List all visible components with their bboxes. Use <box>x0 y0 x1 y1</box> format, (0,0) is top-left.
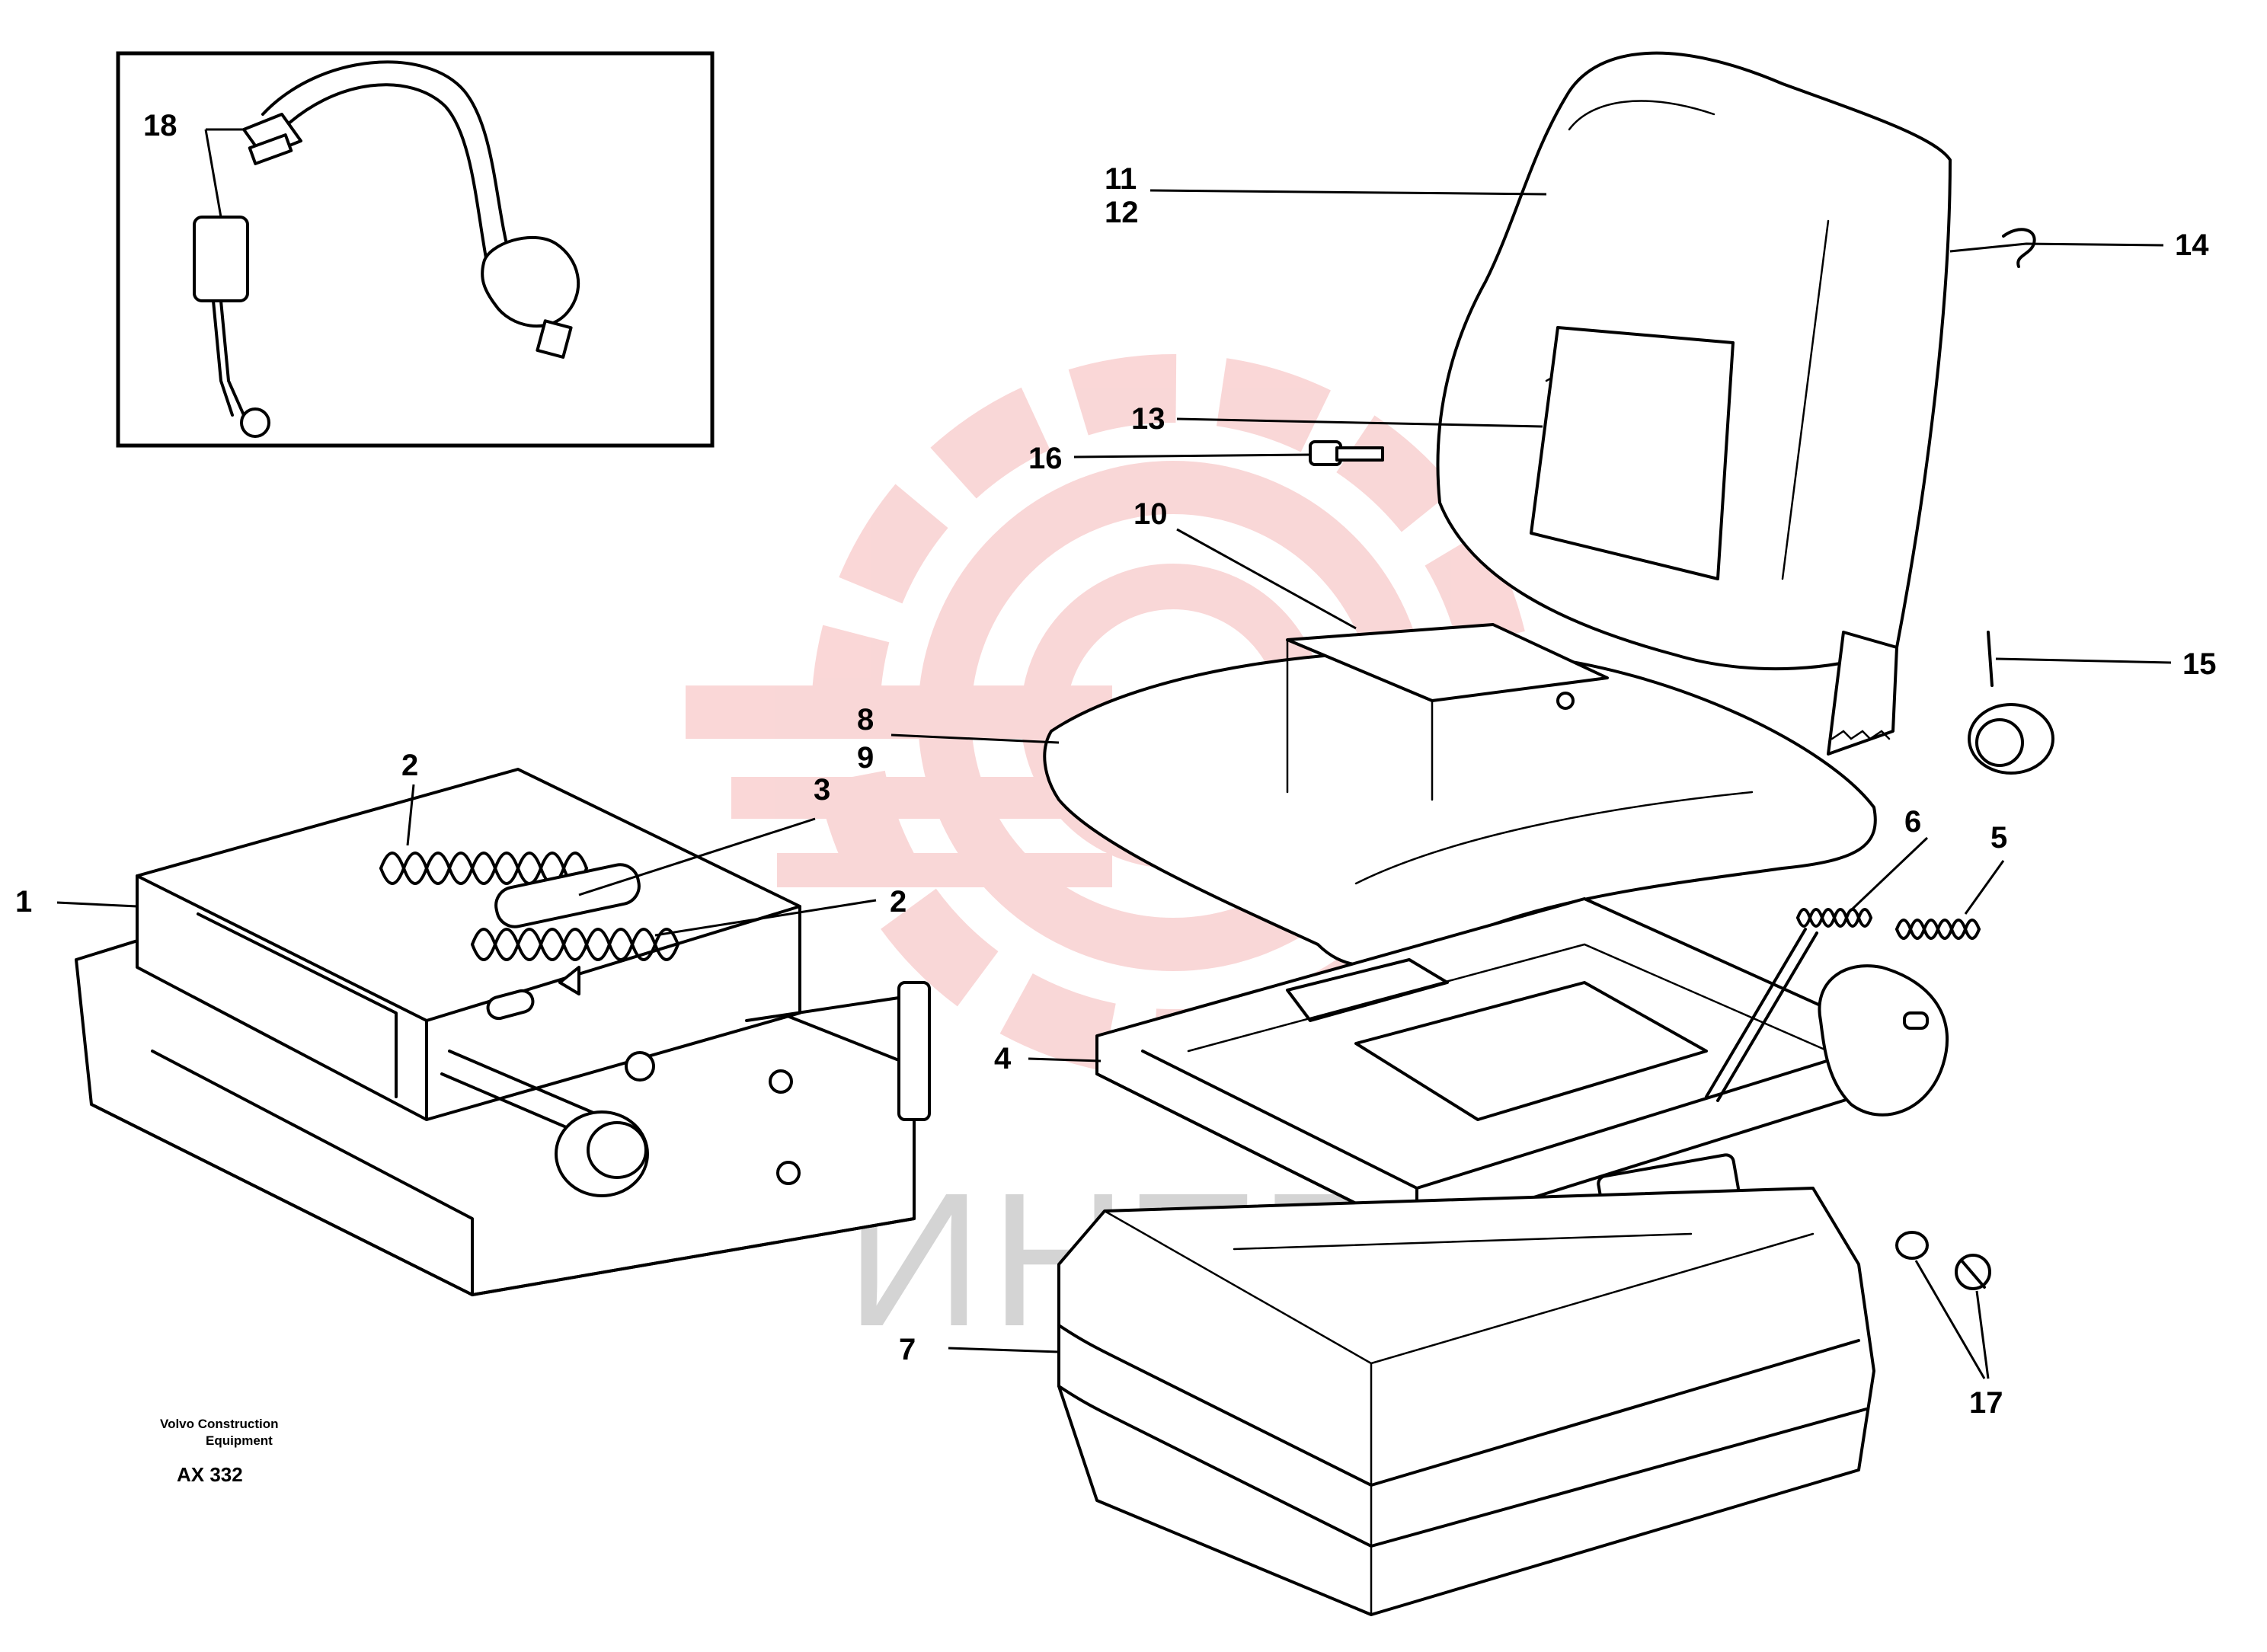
callout-5: 5 <box>1990 821 2007 855</box>
callout-18: 18 <box>143 109 177 142</box>
backrest <box>1436 51 1952 756</box>
callout-6: 6 <box>1904 805 1921 839</box>
callout-7: 7 <box>899 1333 916 1366</box>
screw-16 <box>1309 440 1384 466</box>
company-line-2: Equipment <box>206 1433 273 1448</box>
seat-belt-inset: 18 <box>116 51 715 448</box>
callout-17: 17 <box>1969 1386 2003 1420</box>
adjustment-knob <box>1968 631 2054 775</box>
callout-14: 14 <box>2175 228 2209 262</box>
tension-springs <box>1796 908 1981 940</box>
callout-13: 13 <box>1131 402 1165 436</box>
clip-14 <box>2002 228 2036 268</box>
callout-4: 4 <box>994 1042 1012 1075</box>
bellows <box>1057 1187 1875 1616</box>
suspension-assembly: 1 2 3 2 <box>15 749 931 1296</box>
fasteners-17 <box>1895 1231 1991 1290</box>
footer: Volvo Construction Equipment AX 332 <box>160 1417 279 1486</box>
callout-10: 10 <box>1134 497 1168 531</box>
callout-2-lower: 2 <box>890 885 906 919</box>
callout-15: 15 <box>2182 647 2217 681</box>
callout-9: 9 <box>857 741 874 775</box>
inset-frame <box>116 51 715 448</box>
company-line-1: Volvo Construction <box>160 1417 279 1431</box>
seat-cushion <box>1043 623 1877 968</box>
callout-12: 12 <box>1105 196 1139 229</box>
seat-assembly: 11 12 14 13 16 10 15 8 9 6 5 4 7 17 <box>857 51 2217 1616</box>
callout-16: 16 <box>1028 442 1063 475</box>
figure-code: AX 332 <box>177 1463 243 1486</box>
callout-2-upper: 2 <box>401 749 418 782</box>
callout-1: 1 <box>15 885 32 919</box>
spring-lower <box>471 928 679 961</box>
callout-8: 8 <box>857 703 874 737</box>
callout-3: 3 <box>814 773 830 807</box>
callout-11: 11 <box>1105 162 1137 196</box>
